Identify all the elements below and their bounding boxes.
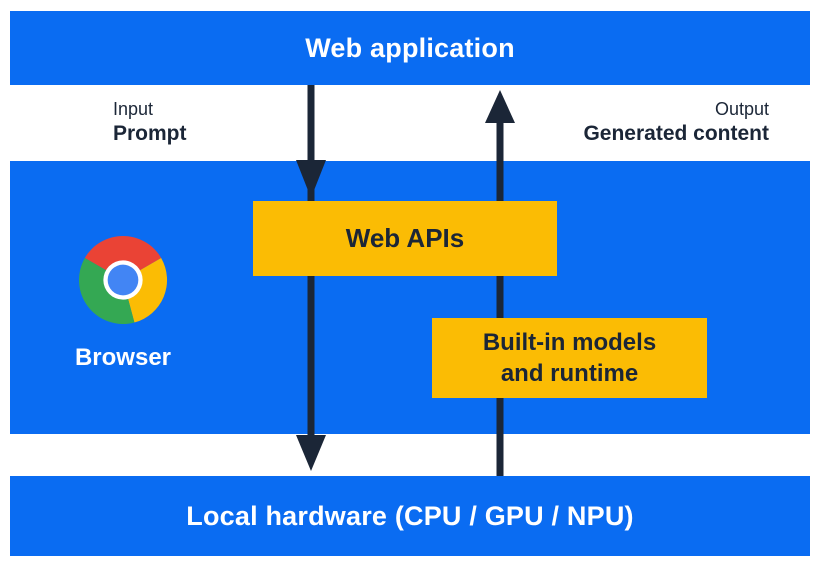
builtin-models-label-line1: Built-in models — [482, 329, 657, 356]
local-hardware-bar: Local hardware (CPU / GPU / NPU) — [10, 476, 810, 556]
web-apis-box: Web APIs — [253, 201, 557, 276]
chrome-green-segment — [78, 257, 135, 325]
output-value: Generated content — [583, 122, 769, 145]
chrome-red-segment — [84, 235, 162, 280]
chrome-icon — [78, 235, 168, 325]
input-title: Input — [113, 99, 154, 119]
output-label-group: Output Generated content — [583, 97, 769, 147]
arrowhead-down-into-hardware — [296, 435, 326, 471]
web-apis-label: Web APIs — [345, 223, 465, 253]
output-title: Output — [714, 99, 769, 119]
local-hardware-label: Local hardware (CPU / GPU / NPU) — [186, 500, 634, 531]
input-label-group: Input Prompt — [113, 97, 187, 147]
web-application-label: Web application — [305, 32, 515, 63]
chrome-blue-center — [107, 264, 139, 296]
web-application-bar: Web application — [10, 11, 810, 85]
browser-label: Browser — [74, 344, 172, 371]
input-value: Prompt — [113, 122, 187, 145]
builtin-models-label-line2: and runtime — [500, 360, 639, 387]
builtin-models-box: Built-in models and runtime — [432, 318, 707, 398]
arrowhead-up-into-web-application — [485, 90, 515, 123]
